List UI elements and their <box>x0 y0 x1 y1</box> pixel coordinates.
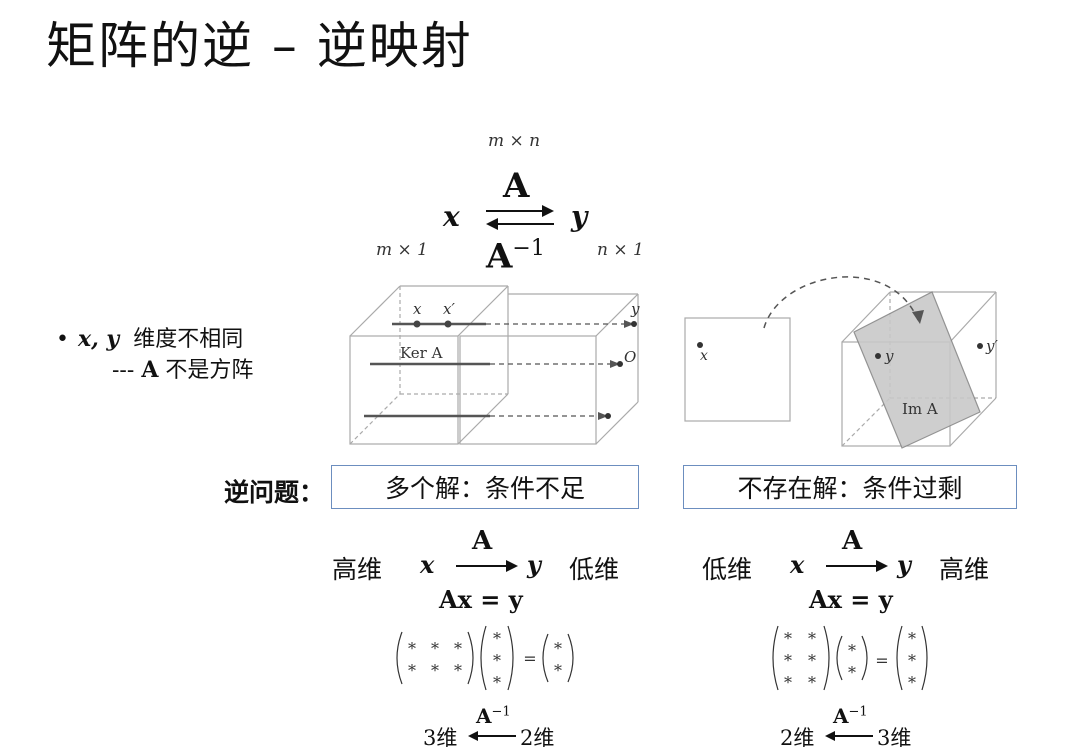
right-matrix-equation: * * * * * * * * = * * * <box>772 625 928 692</box>
svg-text:*: * <box>493 629 501 648</box>
bullet-point: •x, y 维度不相同 --- A 不是方阵 <box>56 326 254 383</box>
forward-map-label: A <box>503 166 530 206</box>
right-x: x <box>790 550 805 579</box>
svg-text:*: * <box>908 629 916 648</box>
fig-right-im: Im A <box>902 400 938 418</box>
svg-text:*: * <box>808 629 816 648</box>
bidirectional-arrow-icon <box>486 205 554 230</box>
right-to-dim: 高维 <box>939 555 990 584</box>
fig-left-y: y <box>630 300 640 318</box>
svg-text:*: * <box>784 673 792 692</box>
page-title: 矩阵的逆 – 逆映射 <box>46 17 473 75</box>
kernel-mapping-figure: x x′ y Ker A O <box>349 285 640 445</box>
bullet-line1: 维度不相同 <box>133 327 244 352</box>
fig-left-x: x <box>413 300 422 318</box>
dim-y: n × 1 <box>597 240 644 260</box>
svg-text:*: * <box>408 639 416 658</box>
fig-right-x: x <box>700 348 708 364</box>
bullet-line2: 不是方阵 <box>165 358 254 383</box>
left-x: x <box>420 550 435 579</box>
left-equation: Ax = y <box>439 585 523 614</box>
svg-text:*: * <box>493 651 501 670</box>
svg-text:*: * <box>784 629 792 648</box>
codomain-var-y: y <box>571 200 588 233</box>
dims-top: m × n <box>488 131 541 151</box>
fig-left-xprime: x′ <box>443 300 455 318</box>
svg-text:=: = <box>523 649 536 668</box>
svg-text:=: = <box>875 651 888 670</box>
svg-text:*: * <box>848 663 856 682</box>
inverse-map-label: A−1 <box>486 236 545 277</box>
svg-text:*: * <box>554 661 562 680</box>
svg-text:*: * <box>908 673 916 692</box>
left-inv-arrow-icon <box>468 731 516 741</box>
domain-var-x: x <box>443 200 460 233</box>
fig-left-ker: Ker A <box>400 344 443 362</box>
right-inv-arrow-icon <box>825 731 873 741</box>
right-arrow-icon <box>826 560 888 572</box>
right-inv-to: 3维 <box>877 726 912 750</box>
right-inv-label: A−1 <box>833 704 868 728</box>
bullet-vars: x, y <box>78 326 120 352</box>
left-matrix-equation: * * * * * * * * * = * * <box>396 625 574 692</box>
right-inv-from: 2维 <box>780 726 815 750</box>
left-arrow-icon <box>456 560 518 572</box>
left-inv-label: A−1 <box>476 704 511 728</box>
svg-text:*: * <box>493 673 501 692</box>
right-arrow-label: A <box>842 526 863 556</box>
right-from-dim: 低维 <box>702 555 753 584</box>
left-inv-from: 3维 <box>423 726 458 750</box>
image-mapping-figure: x y y′ Im A <box>684 276 998 449</box>
svg-text:*: * <box>808 651 816 670</box>
svg-text:*: * <box>808 673 816 692</box>
svg-text:*: * <box>554 639 562 658</box>
svg-text:*: * <box>431 639 439 658</box>
svg-text:*: * <box>784 651 792 670</box>
fig-right-yprime: y′ <box>985 337 998 355</box>
dim-x: m × 1 <box>376 240 428 260</box>
left-inv-to: 2维 <box>520 726 555 750</box>
svg-text:*: * <box>908 651 916 670</box>
left-case-box: 多个解：条件不足 <box>331 465 639 509</box>
svg-text:*: * <box>848 641 856 660</box>
left-to-dim: 低维 <box>569 555 620 584</box>
left-y: y <box>527 550 541 579</box>
fig-left-origin: O <box>624 348 636 366</box>
fig-right-y: y <box>884 347 894 365</box>
left-from-dim: 高维 <box>332 555 383 584</box>
svg-text:*: * <box>431 661 439 680</box>
right-case-box: 不存在解：条件过剩 <box>683 465 1017 509</box>
right-y: y <box>897 550 911 579</box>
left-arrow-label: A <box>472 526 493 556</box>
inverse-problem-label: 逆问题： <box>224 478 325 507</box>
svg-text:*: * <box>408 661 416 680</box>
svg-text:*: * <box>454 639 462 658</box>
right-equation: Ax = y <box>809 585 893 614</box>
svg-text:*: * <box>454 661 462 680</box>
